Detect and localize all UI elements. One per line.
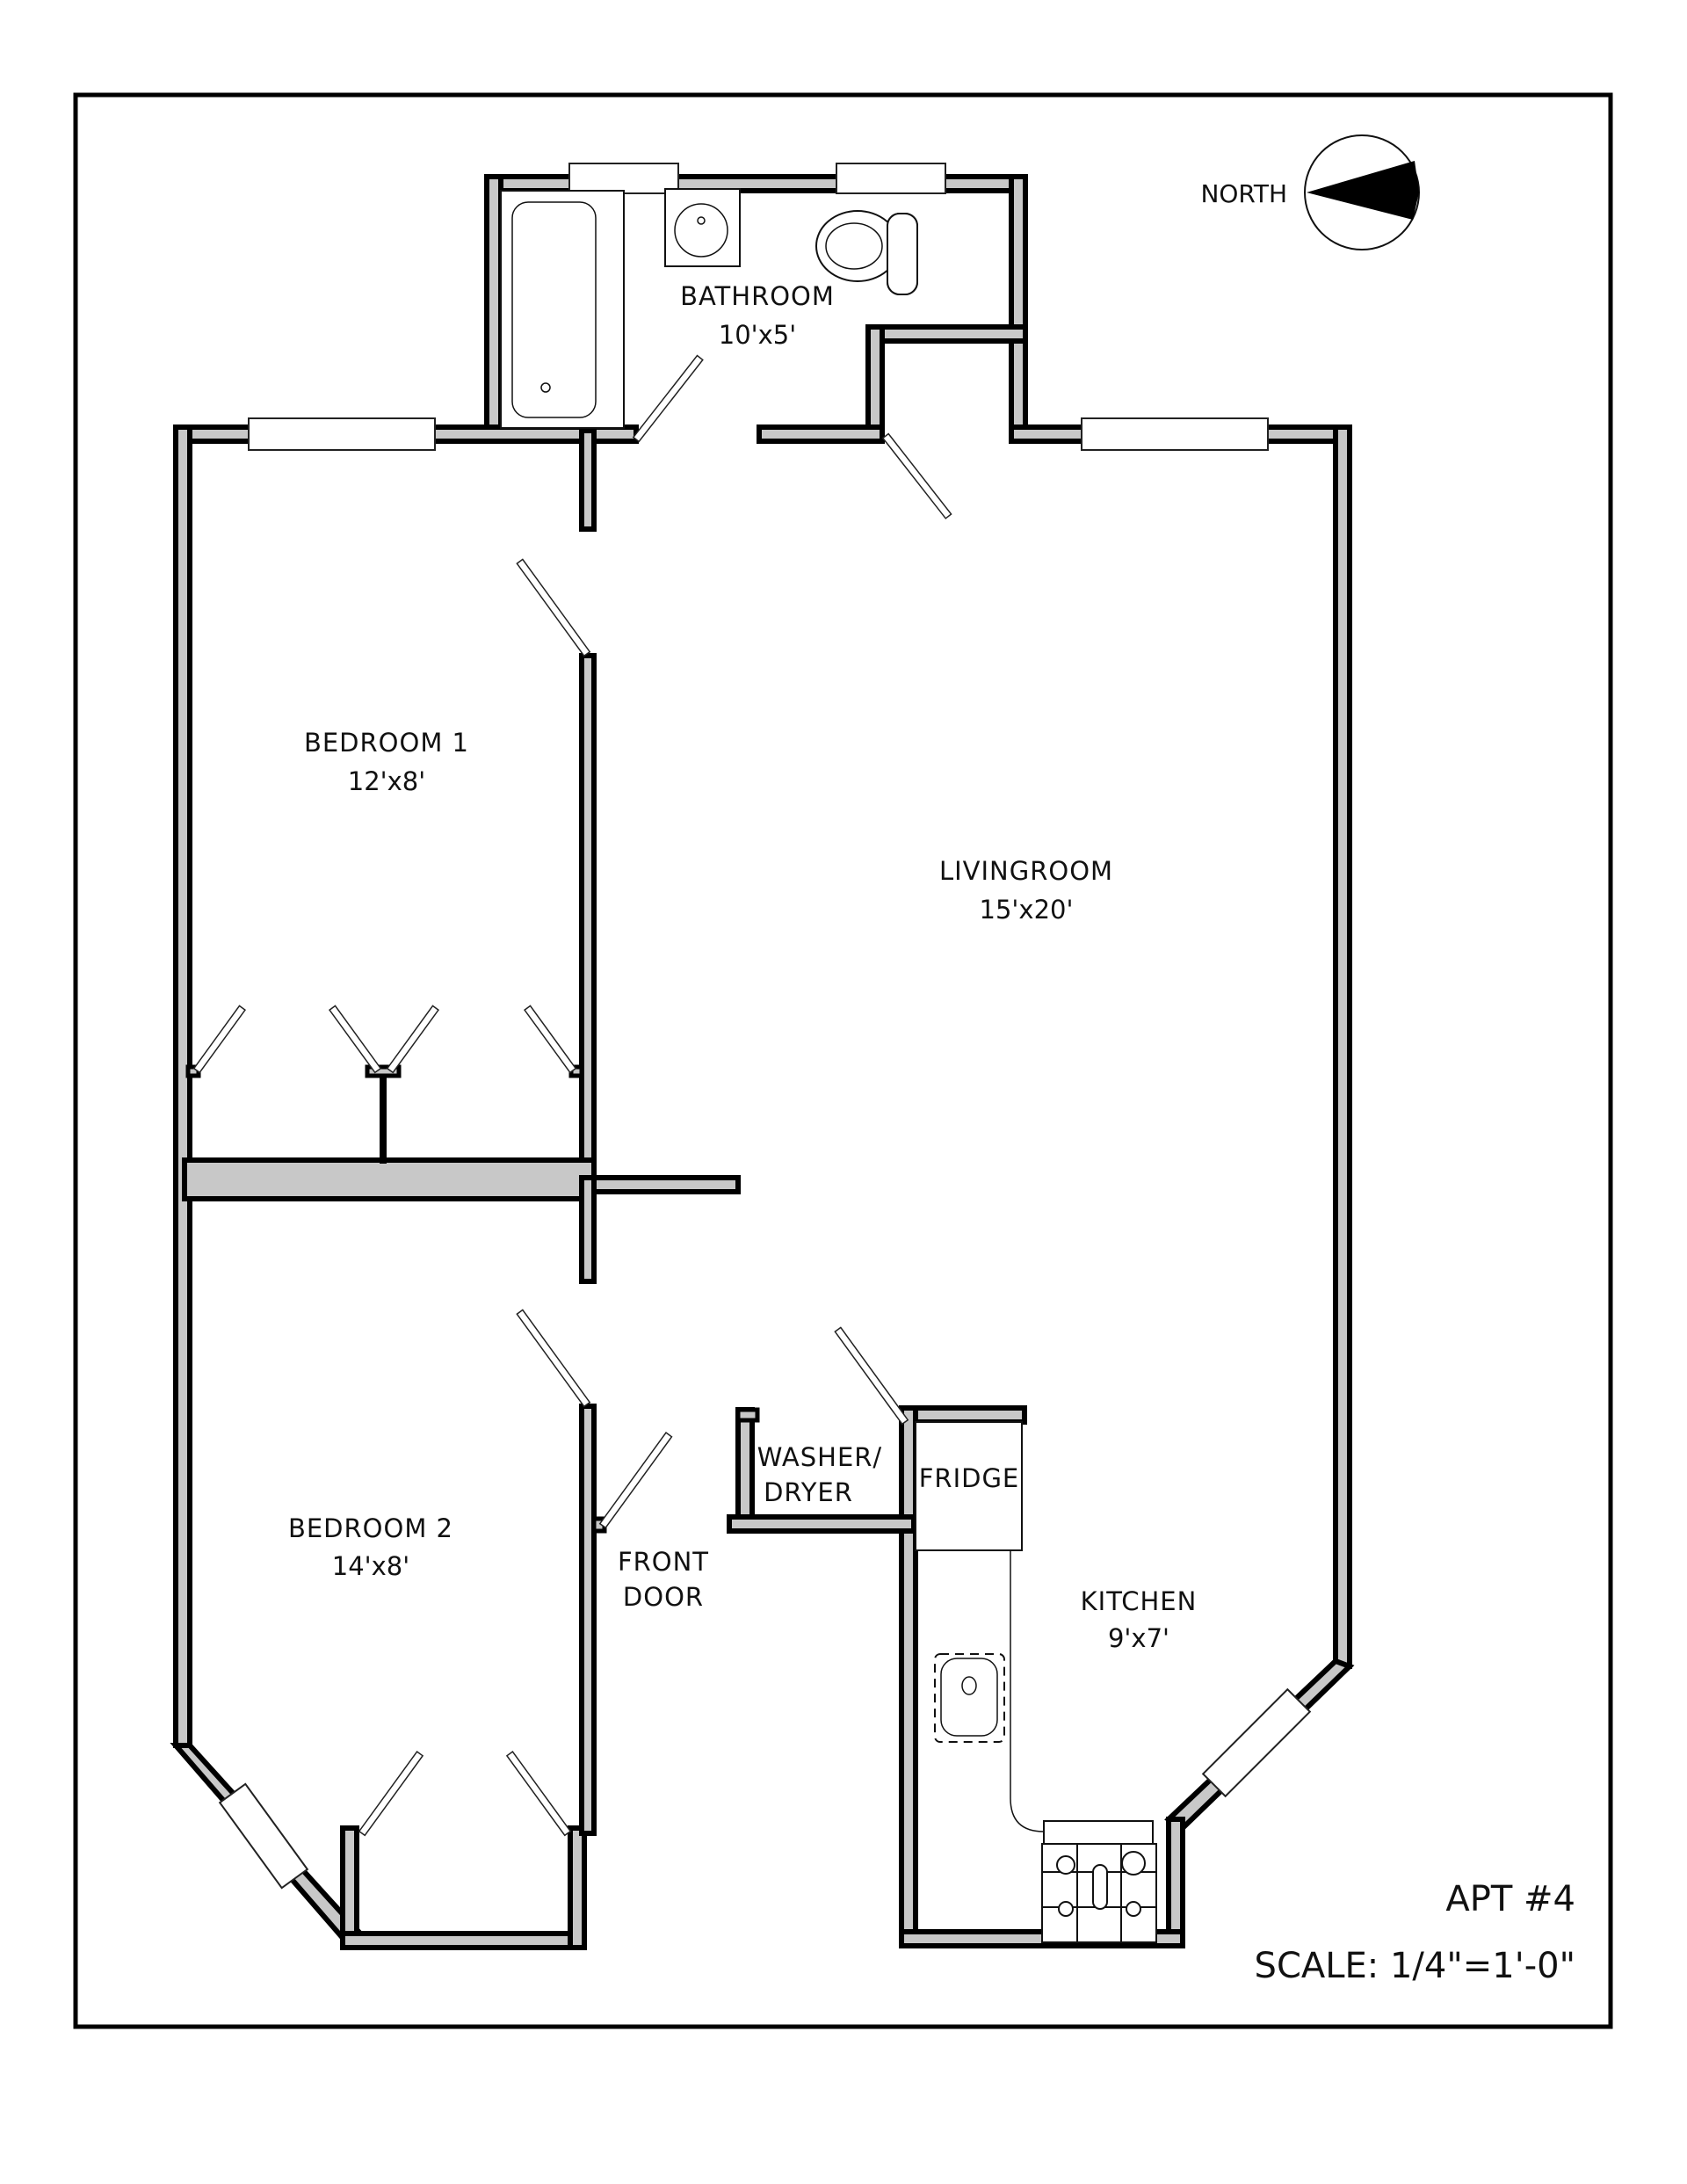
window-living: [1081, 417, 1269, 451]
door-front: [598, 1432, 673, 1529]
drawing-frame: [73, 92, 1613, 2029]
door-bedroom1: [516, 558, 591, 657]
door-bay-right: [505, 1750, 572, 1837]
door-closet-1a: [192, 1005, 247, 1074]
kitchen-dims: 9'x7': [1108, 1623, 1169, 1653]
front-door-label-line1: FRONT: [618, 1547, 709, 1577]
window-bathroom-2: [836, 163, 946, 194]
door-washer: [834, 1326, 909, 1426]
door-bedroom2: [516, 1309, 591, 1408]
scale-label: SCALE: 1/4"=1'-0": [1255, 1946, 1575, 1986]
bedroom2-dims: 14'x8': [332, 1551, 409, 1581]
sink-icon: [664, 188, 741, 267]
bathroom-label: BATHROOM: [680, 281, 835, 311]
window-bedroom1: [248, 417, 436, 451]
front-door-label-line2: DOOR: [623, 1582, 704, 1612]
door-closet-1b: [328, 1005, 382, 1074]
fridge-icon: [915, 1421, 1023, 1551]
door-bay-left: [358, 1750, 424, 1837]
door-closet-2a: [386, 1005, 440, 1074]
door-closet-2b: [523, 1005, 577, 1074]
apartment-title: APT #4: [1445, 1879, 1575, 1919]
window-kitchen: [1201, 1687, 1312, 1798]
toilet-icon: [815, 210, 918, 295]
bedroom1-dims: 12'x8': [348, 766, 425, 796]
bedroom1-label: BEDROOM 1: [304, 728, 469, 758]
door-closet: [881, 432, 952, 519]
north-label: NORTH: [1200, 179, 1287, 208]
livingroom-label: LIVINGROOM: [939, 856, 1113, 886]
livingroom-dims: 15'x20': [980, 895, 1074, 925]
stove-icon: [1041, 1820, 1157, 1943]
kitchen-sink-icon: [934, 1653, 1005, 1743]
window-bathroom-1: [568, 163, 679, 194]
bedroom2-bay-walls: [340, 1825, 587, 1950]
washer-label-line1: WASHER/: [757, 1442, 882, 1472]
bathtub-icon: [500, 190, 625, 429]
bedroom2-label: BEDROOM 2: [288, 1513, 453, 1543]
door-bathroom: [632, 354, 704, 443]
bathroom-dims: 10'x5': [719, 320, 796, 350]
kitchen-label: KITCHEN: [1081, 1586, 1198, 1616]
doors: [192, 354, 952, 1837]
window-bedroom2: [218, 1782, 309, 1890]
washer-label-line2: DRYER: [764, 1477, 853, 1507]
windows: [218, 163, 1312, 1890]
north-arrow-icon: [1304, 134, 1420, 250]
fridge-label: FRIDGE: [919, 1463, 1020, 1493]
counter-icon: [916, 1549, 1045, 1932]
interior-bedroom-walls: [182, 428, 741, 1836]
